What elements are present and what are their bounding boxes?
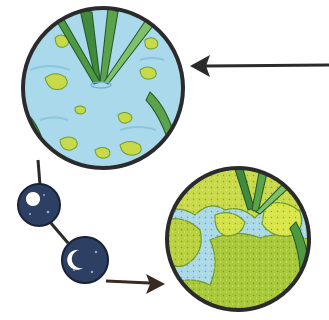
moon-bead [62, 237, 108, 283]
arrow-left-icon [190, 55, 329, 77]
moon-phase-icon [18, 160, 108, 283]
pond-before-panel [18, 8, 183, 168]
arrow-right-icon [106, 274, 165, 294]
moon-bead [18, 184, 60, 226]
pond-after-panel [160, 156, 320, 320]
